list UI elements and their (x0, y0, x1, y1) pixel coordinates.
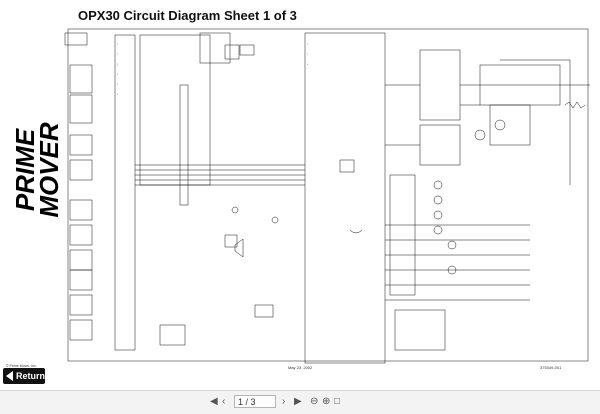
svg-text:6: 6 (117, 94, 119, 96)
last-page-icon[interactable]: ▶ (294, 396, 302, 407)
return-button[interactable]: Return (3, 368, 45, 384)
copyright-text: © Prime Mover, Inc. (6, 364, 37, 368)
svg-text:1: 1 (307, 44, 309, 46)
return-button-label: Return (16, 371, 45, 381)
pdf-toolbar: ◀ ‹ 1 / 3 › ▶ ⊖ ⊕ □ (0, 390, 600, 414)
next-page-icon[interactable]: › (282, 396, 286, 407)
zoom-in-icon[interactable]: ⊕ (322, 396, 331, 407)
zoom-out-icon[interactable]: ⊖ (310, 396, 319, 407)
circuit-schematic: 1 2 3 4 5 6 1 2 3 (64, 28, 590, 364)
svg-text:2: 2 (307, 54, 309, 56)
brand-line1: PRIME (10, 128, 40, 211)
back-arrow-icon (6, 371, 13, 381)
previous-page-icon[interactable]: ‹ (222, 396, 226, 407)
page-number-input[interactable]: 1 / 3 (234, 395, 276, 408)
svg-text:3: 3 (307, 64, 309, 66)
first-page-icon[interactable]: ◀ (210, 396, 218, 407)
svg-text:3: 3 (117, 64, 119, 66)
diagram-sheet: PRIME MOVER OPX30 Circuit Diagram Sheet … (3, 8, 590, 384)
fit-page-icon[interactable]: □ (334, 396, 341, 407)
prime-mover-logo: PRIME MOVER (6, 20, 66, 320)
page-title: OPX30 Circuit Diagram Sheet 1 of 3 (78, 8, 297, 23)
svg-text:2: 2 (117, 54, 119, 56)
document-number: 375349-001 (540, 365, 562, 370)
svg-text:5: 5 (117, 84, 119, 86)
svg-text:4: 4 (117, 74, 119, 76)
brand-line2: MOVER (34, 122, 64, 218)
revision-date: May 23, 2002 (288, 365, 313, 370)
svg-text:1: 1 (117, 44, 119, 46)
